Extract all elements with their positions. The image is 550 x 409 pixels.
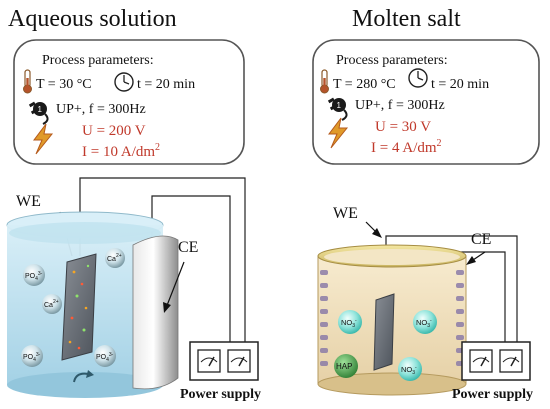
aqueous-power-label: Power supply: [180, 387, 261, 402]
aqueous-working-electrode: [61, 253, 97, 361]
aqueous-we-label: WE: [16, 193, 41, 210]
clock-icon: [408, 68, 428, 88]
aqueous-ion-3: Ca2+: [42, 294, 62, 314]
molten-temperature: T = 280 °C: [333, 77, 396, 92]
aqueous-voltage: U = 200 V: [82, 123, 146, 139]
molten-we-label: WE: [333, 205, 382, 238]
aqueous-params-heading: Process parameters:: [42, 53, 154, 68]
aqueous-ion-1: PO43-: [23, 264, 45, 286]
svg-text:NO3-: NO3-: [416, 318, 432, 329]
molten-title: Molten salt: [352, 6, 461, 32]
molten-parameters-box: Process parameters: T = 280 °C t = 20 mi…: [312, 39, 540, 165]
lightning-icon: [328, 117, 349, 149]
aqueous-mode: UP+, f = 300Hz: [56, 102, 146, 117]
ammeter-icon: [197, 349, 221, 373]
voltmeter-icon: [227, 349, 251, 373]
svg-text:1: 1: [38, 105, 43, 114]
molten-working-electrode: [373, 293, 395, 371]
molten-ion-2: NO3-: [413, 310, 437, 334]
aqueous-parameters-box: Process parameters: T = 30 °C t = 20 min…: [13, 39, 245, 165]
molten-params-heading: Process parameters:: [336, 53, 448, 68]
stirring-arrow-icon: [73, 370, 94, 383]
molten-power-supply: Power supply: [452, 341, 533, 402]
svg-text:NO3-: NO3-: [401, 365, 417, 376]
svg-text:WE: WE: [333, 205, 358, 222]
plug-icon: 1: [28, 101, 49, 125]
molten-power-label: Power supply: [452, 387, 533, 402]
molten-ce-label: CE: [466, 231, 491, 265]
molten-ion-1: NO3-: [338, 310, 362, 334]
voltmeter-icon: [499, 349, 523, 373]
svg-text:PO43-: PO43-: [23, 352, 41, 363]
svg-text:PO43-: PO43-: [25, 271, 43, 282]
svg-text:PO43-: PO43-: [96, 352, 114, 363]
svg-text:HAP: HAP: [336, 362, 352, 371]
molten-ion-3: NO3-: [398, 357, 422, 381]
aqueous-counter-electrode: [132, 235, 179, 390]
svg-text:1: 1: [337, 101, 342, 110]
molten-time: t = 20 min: [431, 77, 489, 92]
molten-mode: UP+, f = 300Hz: [355, 98, 445, 113]
plasma-sparks: [68, 264, 90, 350]
molten-voltage: U = 30 V: [375, 119, 431, 135]
aqueous-time: t = 20 min: [137, 77, 195, 92]
aqueous-ion-2: Ca2+: [105, 248, 125, 268]
svg-text:Ca2+: Ca2+: [107, 253, 122, 263]
ammeter-icon: [469, 349, 493, 373]
aqueous-ion-4: PO43-: [21, 345, 43, 367]
svg-text:Ca2+: Ca2+: [44, 299, 59, 309]
clock-icon: [114, 72, 134, 92]
molten-current: I = 4 A/dm2: [371, 138, 442, 156]
lightning-icon: [33, 123, 54, 155]
molten-ion-hap: HAP: [334, 354, 358, 378]
aqueous-power-supply: Power supply: [180, 341, 261, 402]
thermometer-icon: [23, 69, 32, 94]
aqueous-title: Aqueous solution: [8, 6, 177, 32]
heating-coil-left: [320, 270, 328, 366]
aqueous-ce-label: CE: [163, 239, 198, 313]
thermometer-icon: [320, 69, 329, 94]
aqueous-current: I = 10 A/dm2: [82, 142, 160, 160]
aqueous-ion-5: PO43-: [94, 345, 116, 367]
plug-icon: 1: [327, 97, 348, 121]
svg-text:CE: CE: [178, 239, 198, 256]
svg-text:CE: CE: [471, 231, 491, 248]
svg-text:NO3-: NO3-: [341, 318, 357, 329]
aqueous-temperature: T = 30 °C: [36, 77, 92, 92]
